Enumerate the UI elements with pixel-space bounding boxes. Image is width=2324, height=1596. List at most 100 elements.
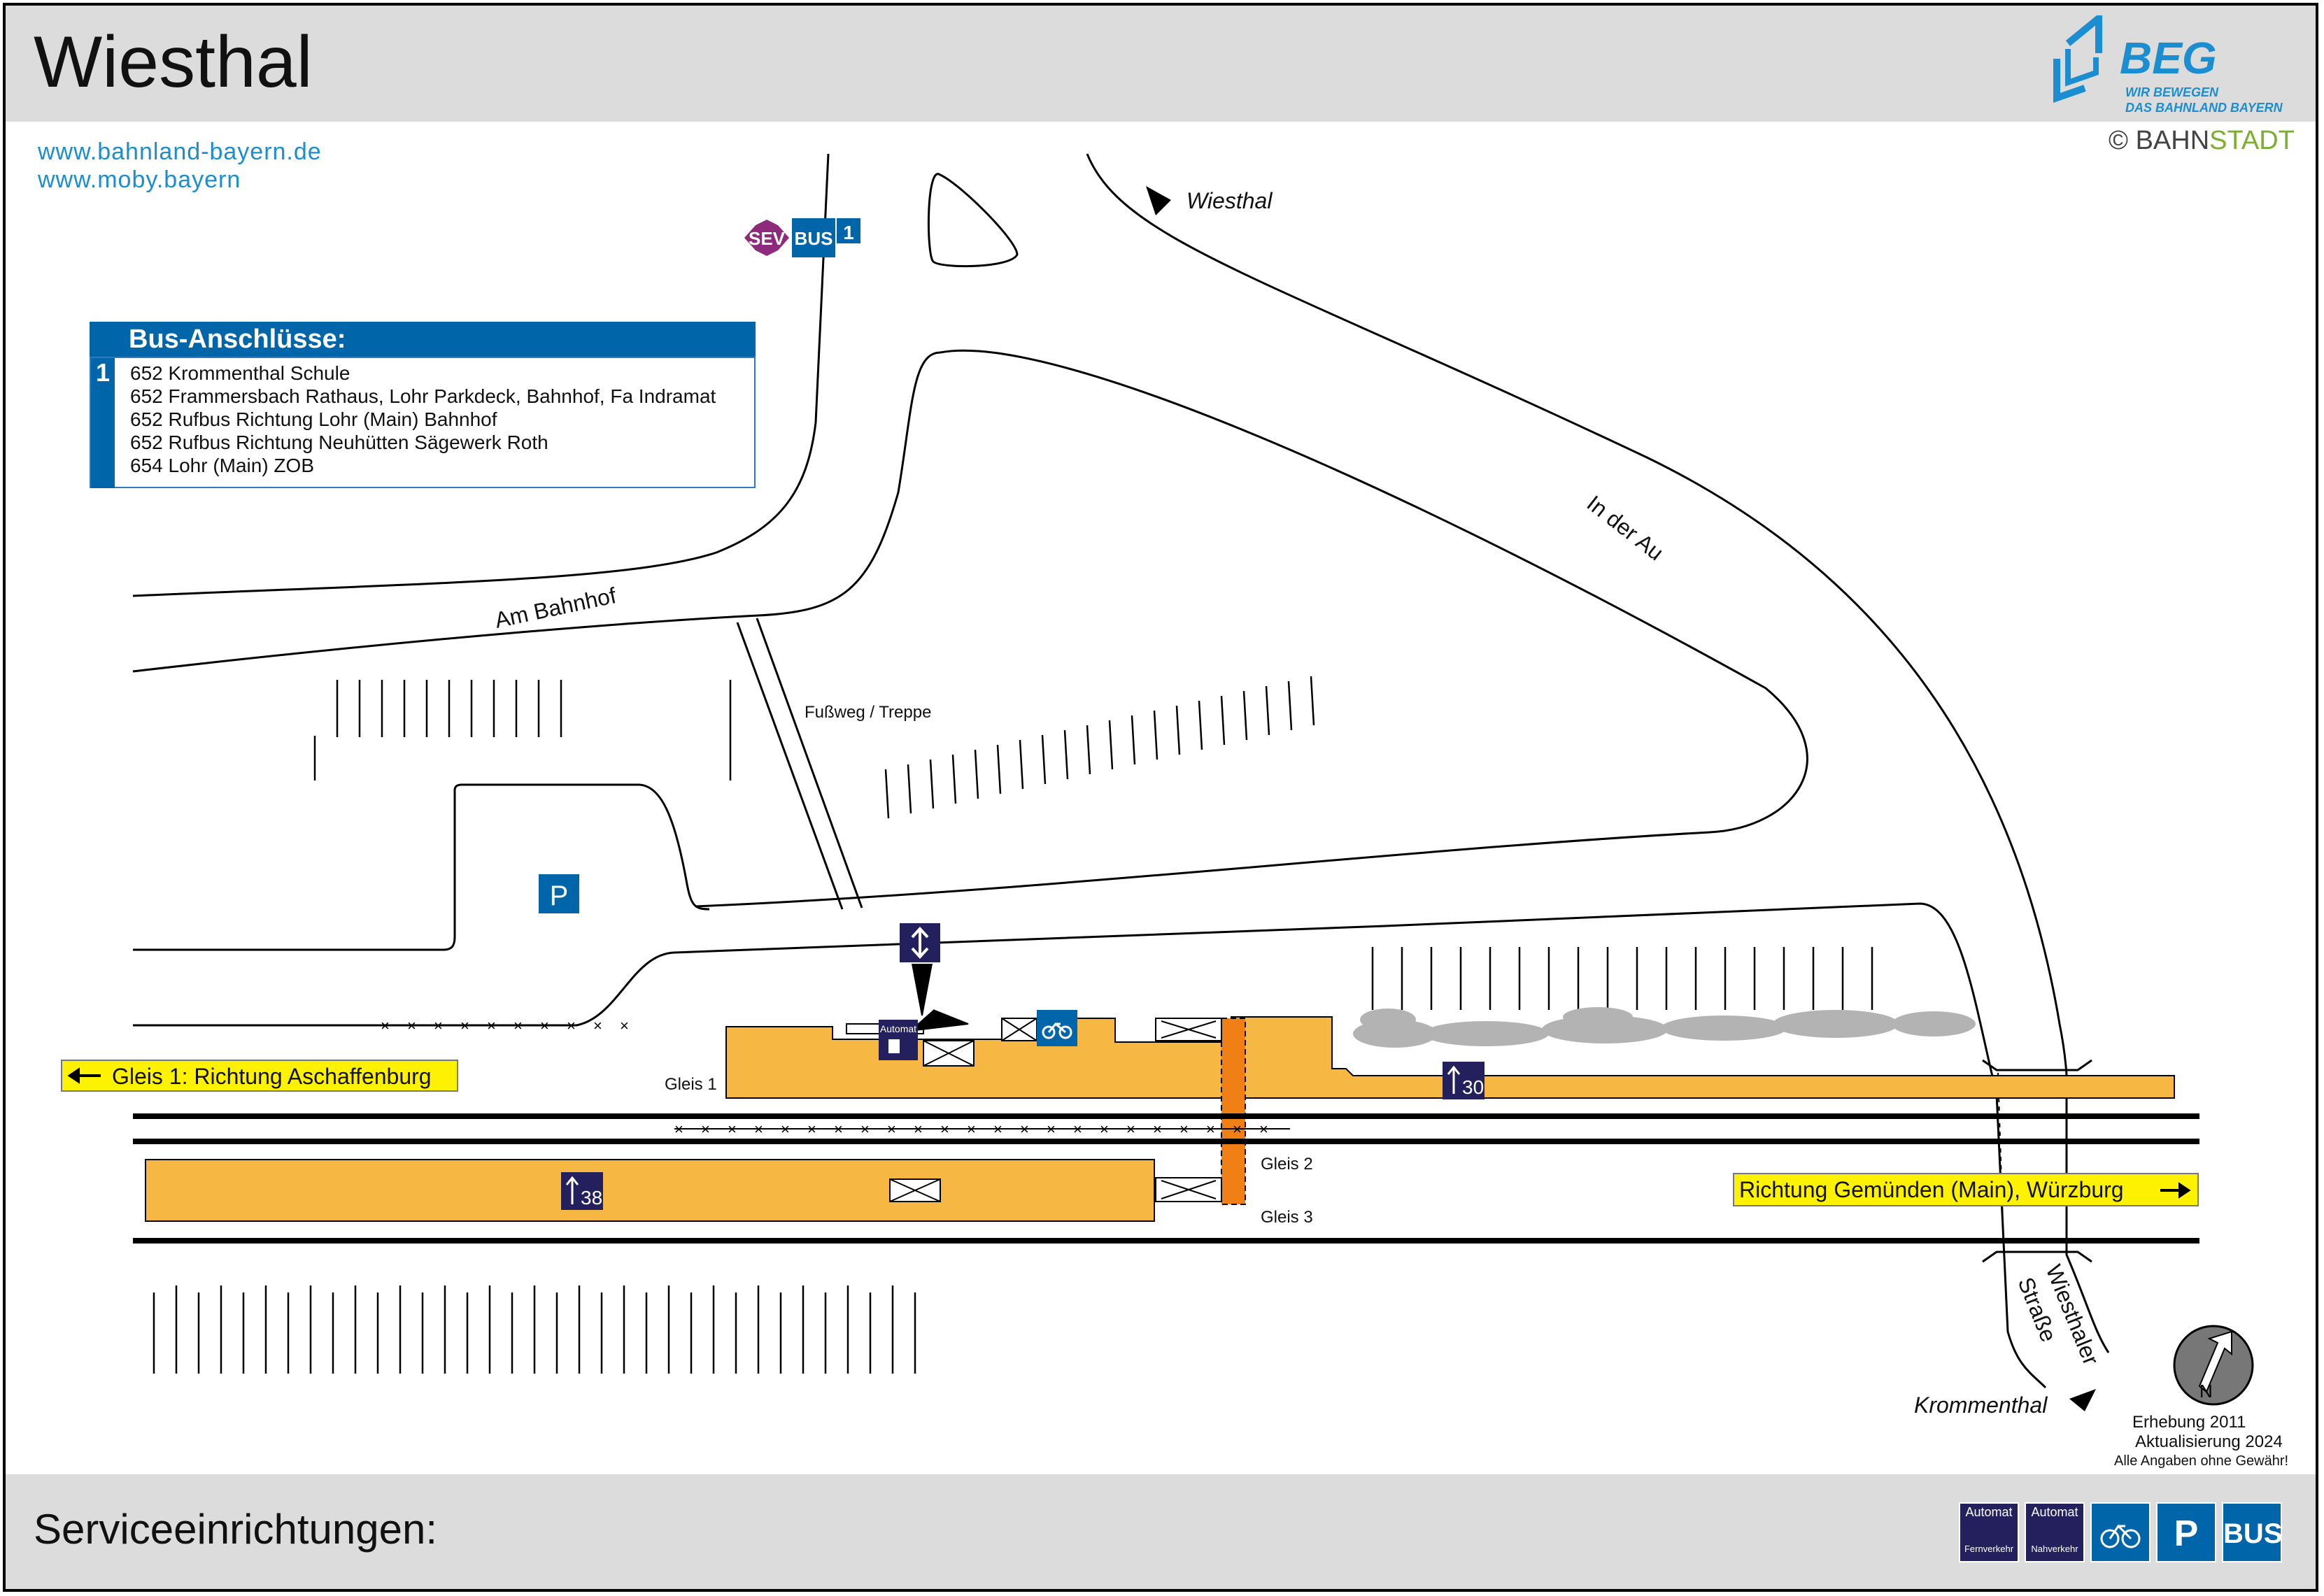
- fence-marker: ×: [381, 1017, 390, 1034]
- parking-icon: P: [539, 874, 579, 913]
- parking-stall-line: [884, 769, 890, 819]
- label-gleis-2: Gleis 2: [1261, 1155, 1313, 1174]
- parking-stall-line: [1220, 695, 1226, 746]
- ticket-machine-long-distance-icon: Automat Fernverkehr: [1959, 1502, 2019, 1562]
- footer-bar: Serviceeinrichtungen: Automat Fernverkeh…: [6, 1474, 2316, 1589]
- fence-marker: ×: [593, 1017, 602, 1034]
- footer-title: Serviceeinrichtungen:: [34, 1506, 438, 1553]
- parking-stall-line: [1287, 681, 1293, 731]
- arrow-wiesthal-icon: [1146, 186, 1171, 215]
- beg-logo: BEG WIR BEWEGEN DAS BAHNLAND BAYERN: [2047, 15, 2299, 120]
- footpath-right-edge: [756, 618, 863, 909]
- direction-banner-left: [61, 1060, 458, 1092]
- sev-icon: [744, 220, 789, 256]
- footpath-left-edge: [736, 622, 844, 910]
- street-label-in-der-au: In der Au: [1582, 490, 1668, 565]
- parking-stall-line: [1108, 720, 1114, 770]
- road-wiesthaler-lower: [1995, 1093, 2047, 1389]
- bus-stop-number: 1: [91, 358, 115, 488]
- page-title: Wiesthal: [34, 22, 313, 103]
- copyright-bahnstadt: © BAHNSTADT: [2109, 126, 2295, 155]
- bus-connections-box: Bus-Anschlüsse: 1 652 Krommenthal Schule…: [90, 322, 756, 488]
- bus-icon: BUS: [2222, 1502, 2282, 1562]
- fence-marker: ×: [487, 1017, 496, 1034]
- station-map: ××××××××××××××××××××××××××××××××× Am Bah…: [61, 153, 2254, 1418]
- ticket-machine-local-icon: Automat Nahverkehr: [2025, 1502, 2085, 1562]
- bicycle-parking-icon: [1037, 1010, 1077, 1046]
- parking-stall-line: [929, 759, 935, 809]
- vegetation: [1353, 1007, 1976, 1048]
- direction-label-left: Gleis 1: Richtung Aschaffenburg: [112, 1064, 432, 1089]
- place-label-krommenthal: Krommenthal: [1914, 1392, 2048, 1418]
- arrow-left-icon: [67, 1067, 101, 1084]
- fence-marker: ×: [567, 1017, 576, 1034]
- fence-marker: ×: [620, 1017, 629, 1034]
- svg-text:N: N: [2199, 1381, 2213, 1402]
- svg-text:P: P: [550, 881, 569, 911]
- beg-logo-icon: [2053, 15, 2102, 104]
- parking-stall-line: [1242, 690, 1248, 741]
- label-gleis-3: Gleis 3: [1261, 1208, 1313, 1227]
- ticket-machine-icon: Automat: [879, 1020, 918, 1060]
- direction-label-right: Richtung Gemünden (Main), Würzburg: [1739, 1177, 2124, 1202]
- label-gleis-1: Gleis 1: [665, 1075, 717, 1094]
- survey-disclaimer: Alle Angaben ohne Gewähr!: [2114, 1453, 2289, 1469]
- bus-line-item: 652 Krommenthal Schule: [130, 362, 350, 384]
- fence-marker: ×: [460, 1017, 469, 1034]
- road-am-bahnhof-north: [132, 153, 830, 597]
- parking-stall-line: [1265, 685, 1270, 736]
- platform-gleis-1-shape: [725, 1016, 2175, 1099]
- bus-stop-sign: SEV BUS 1: [744, 218, 860, 257]
- bus-connections-list: 1 652 Krommenthal Schule 652 Frammersbac…: [90, 357, 756, 488]
- link-moby-bayern[interactable]: www.moby.bayern: [38, 166, 241, 193]
- elevator-connector: [909, 963, 969, 1032]
- beg-slogan-2: DAS BAHNLAND BAYERN: [2125, 101, 2283, 115]
- level-crossing-orange: [1221, 1018, 1246, 1205]
- svg-text:30: 30: [1462, 1076, 1484, 1098]
- road-bridge-south: [1982, 1251, 2092, 1263]
- traffic-island: [927, 173, 1019, 268]
- street-label-fussweg: Fußweg / Treppe: [805, 703, 931, 722]
- road-in-der-au-outer: [1086, 153, 2069, 1095]
- platform-height-gleis-1-icon: 30: [1443, 1062, 1485, 1099]
- header-bar: Wiesthal BEG WIR BEWEGEN DAS BAHNLAND BA…: [6, 6, 2316, 122]
- station-map-frame: Wiesthal BEG WIR BEWEGEN DAS BAHNLAND BA…: [3, 3, 2318, 1592]
- survey-update: Aktualisierung 2024: [2135, 1432, 2283, 1451]
- parking-lot-outline: [133, 783, 710, 951]
- parking-stall-line: [951, 754, 957, 804]
- platform-height-gleis-3-icon: 38: [561, 1172, 603, 1210]
- fence-marker: ×: [434, 1017, 443, 1034]
- parking-stall-line: [1175, 705, 1181, 755]
- parking-stall-line: [996, 744, 1002, 795]
- fence-marker: ×: [513, 1017, 523, 1034]
- parking-stall-line: [1198, 700, 1203, 750]
- beg-logo-name: BEG: [2120, 33, 2217, 83]
- parking-stall-line: [1041, 734, 1047, 785]
- svg-text:1: 1: [843, 222, 854, 243]
- parking-stall-line: [974, 749, 979, 799]
- link-bahnland-bayern[interactable]: www.bahnland-bayern.de: [38, 138, 322, 165]
- arrow-right-icon: [2160, 1182, 2191, 1199]
- bus-line-item: 652 Rufbus Richtung Neuhütten Sägewerk R…: [130, 432, 548, 453]
- bus-connections-title: Bus-Anschlüsse:: [90, 322, 756, 357]
- platform-gleis-2-3: [145, 1159, 1155, 1222]
- parking-stall-line: [1310, 676, 1315, 726]
- road-wiesthaler-lower-right: [2065, 1094, 2110, 1353]
- bus-line-item: 654 Lohr (Main) ZOB: [130, 455, 314, 476]
- svg-text:BUS: BUS: [795, 228, 833, 249]
- road-bridge-north: [1982, 1059, 2092, 1071]
- road-under-tracks-left: [1997, 1072, 2004, 1248]
- svg-text:SEV: SEV: [749, 228, 786, 249]
- arrow-krommenthal-icon: [2069, 1389, 2096, 1411]
- compass-icon: N: [2173, 1325, 2254, 1406]
- fence-marker: ×: [407, 1017, 416, 1034]
- place-label-wiesthal: Wiesthal: [1186, 188, 1273, 213]
- road-lower-access: [133, 902, 1998, 1095]
- road-am-bahnhof-south: [132, 349, 1808, 908]
- parking-icon: P: [2156, 1502, 2216, 1562]
- bus-icon: [792, 218, 835, 257]
- survey-year: Erhebung 2011: [2132, 1413, 2246, 1432]
- parking-stall-line: [1086, 725, 1091, 775]
- bus-line-item: 652 Rufbus Richtung Lohr (Main) Bahnhof: [130, 408, 497, 430]
- direction-banner-right: [1733, 1173, 2199, 1206]
